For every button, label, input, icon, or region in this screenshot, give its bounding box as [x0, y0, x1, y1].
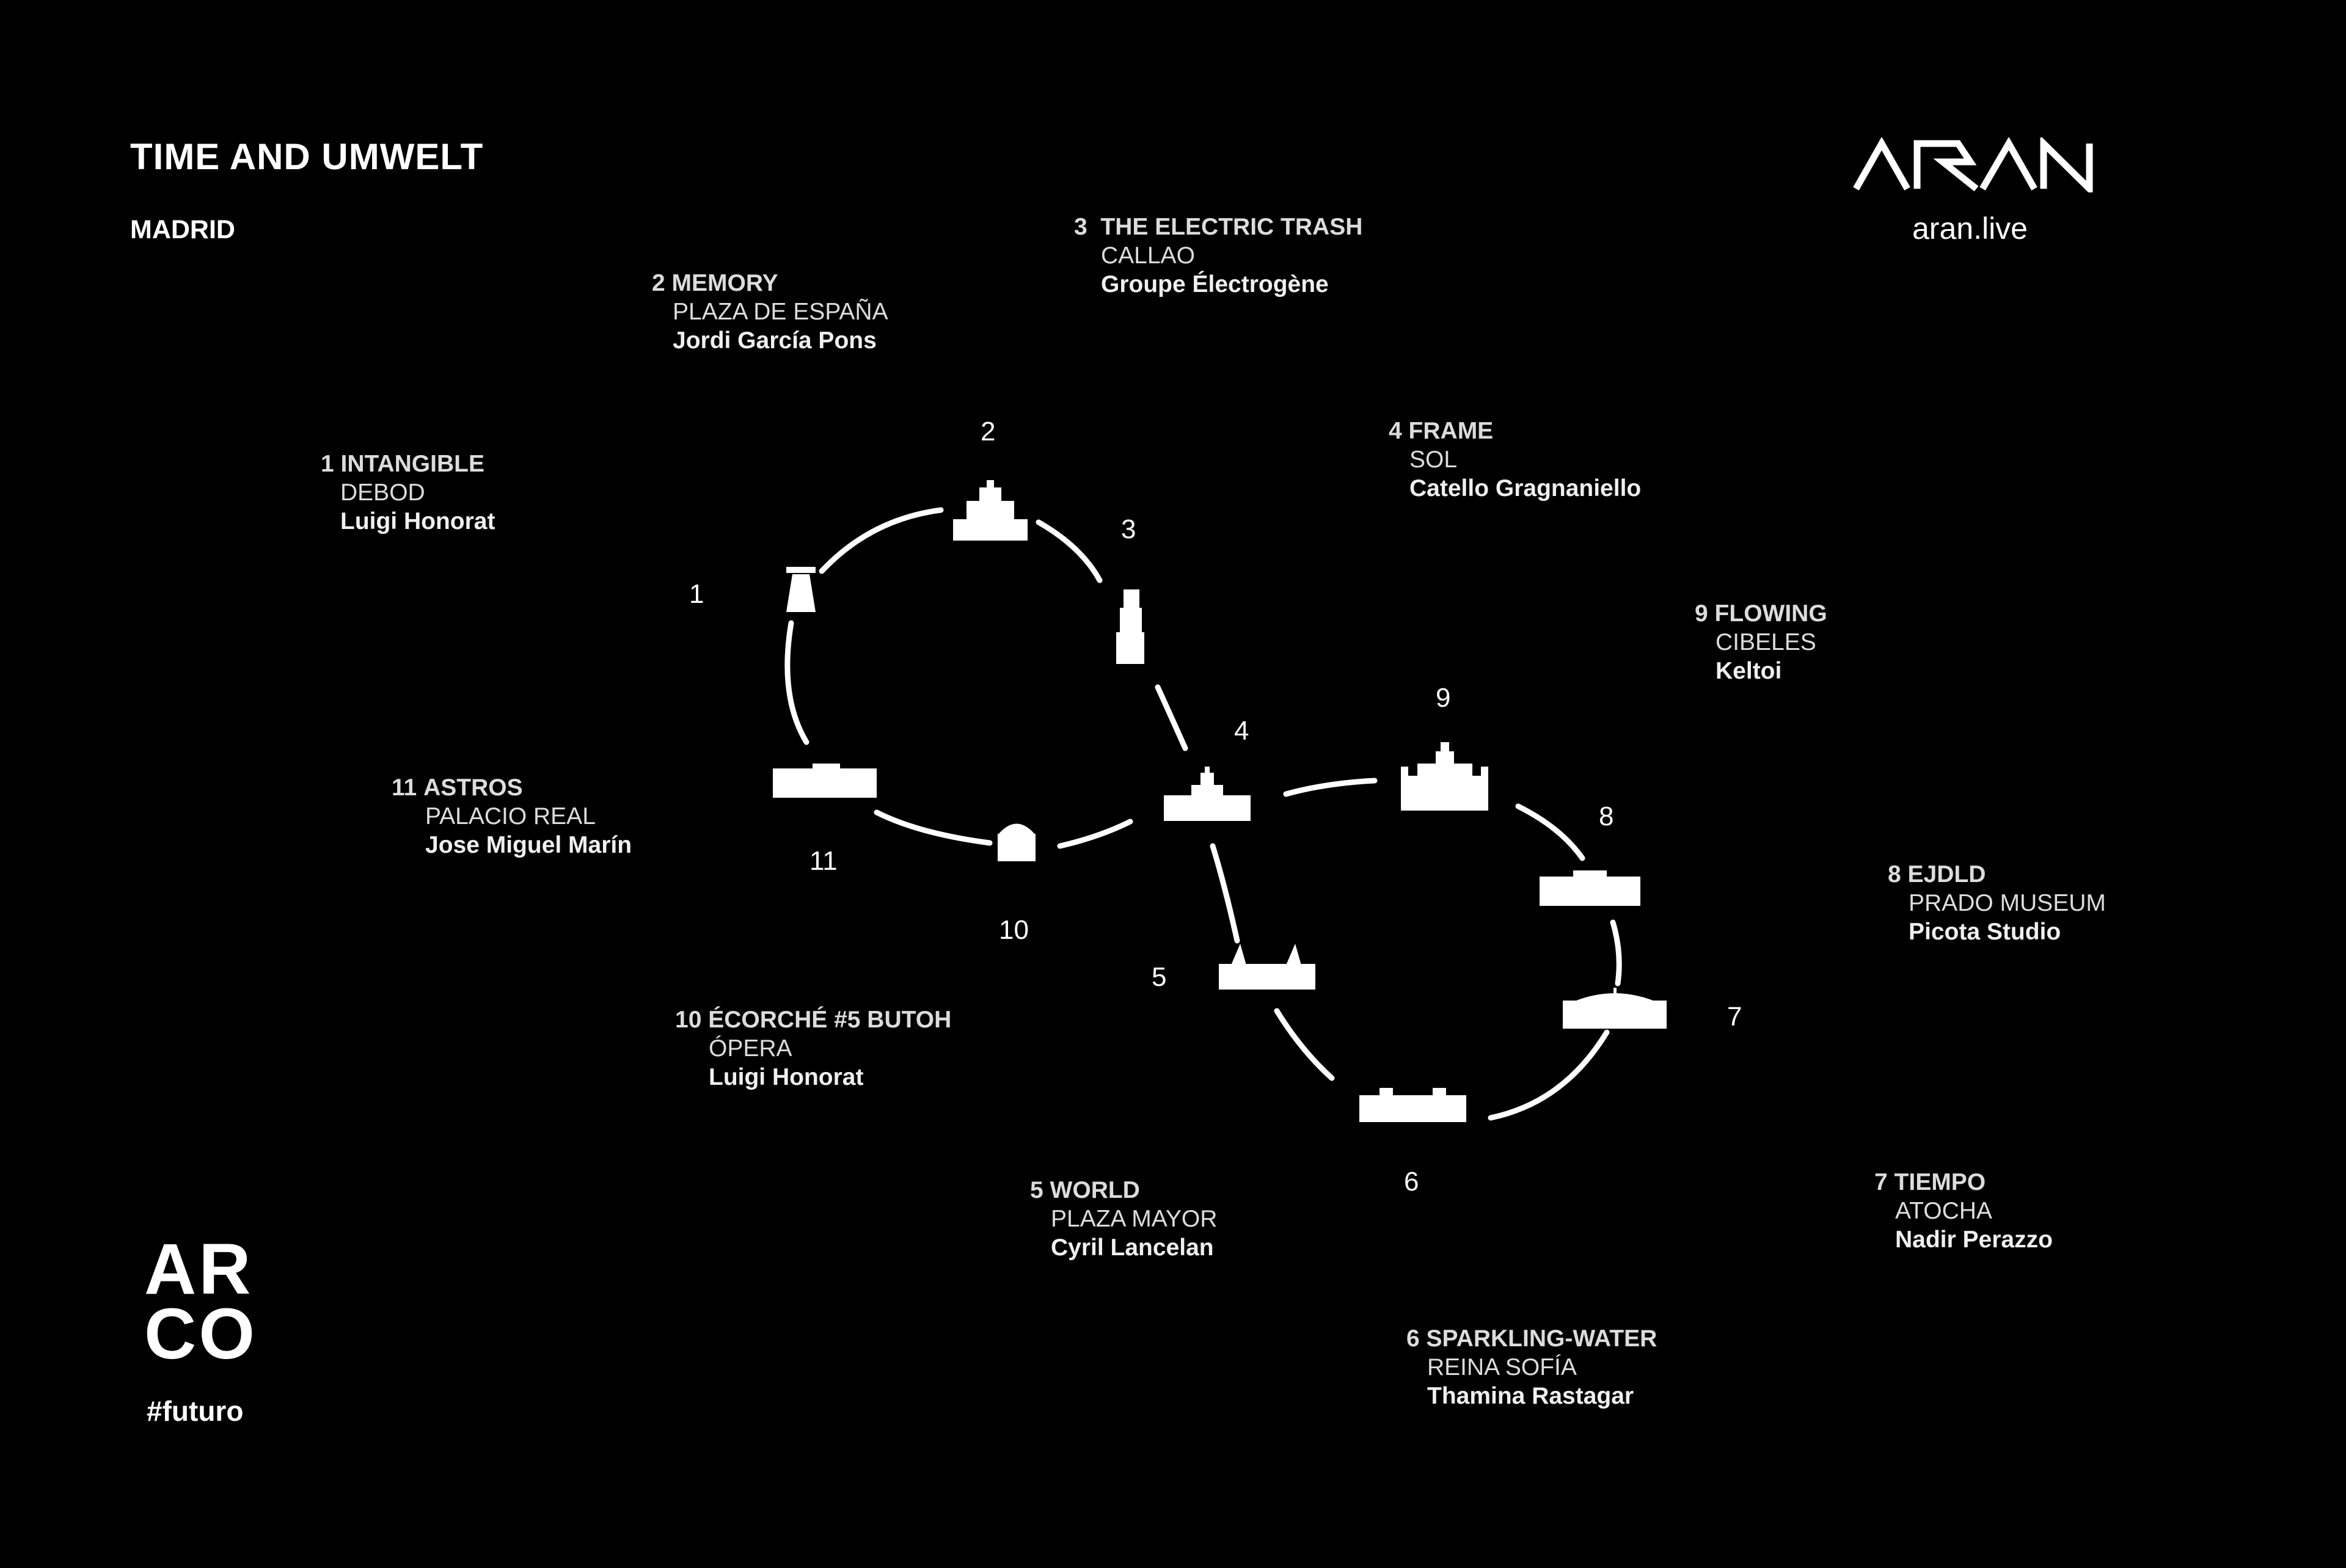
stop-place: REINA SOFÍA [1427, 1354, 1577, 1380]
stop-artist: Catello Gragnaniello [1409, 475, 1642, 501]
stop-artist: Cyril Lancelan [1051, 1234, 1214, 1261]
debod-icon[interactable] [786, 567, 816, 612]
arco-logo: AR CO [144, 1229, 257, 1374]
stop-place: CALLAO [1101, 242, 1195, 269]
prado-icon[interactable] [1540, 870, 1640, 906]
stop-number: 6 [1406, 1326, 1420, 1352]
city-label: MADRID [130, 215, 235, 244]
stop-place: CIBELES [1716, 629, 1816, 655]
stop-name: ÉCORCHÉ #5 BUTOH [708, 1007, 952, 1033]
stop-place: DEBOD [340, 480, 425, 506]
reina-sofia-icon[interactable] [1359, 1088, 1466, 1122]
stop-number: 11 [392, 775, 417, 801]
stop-number: 2 [652, 270, 665, 296]
arco-line-2: CO [144, 1294, 257, 1374]
stop-number: 4 [1389, 418, 1402, 444]
stop-name: FRAME [1408, 418, 1494, 444]
stop-label-9[interactable]: 9 FLOWING CIBELES Keltoi [1695, 599, 1827, 685]
stop-artist: Picota Studio [1909, 919, 2061, 945]
stop-artist: Keltoi [1716, 658, 1782, 684]
node-number-8: 8 [1599, 801, 1614, 831]
stop-place: ÓPERA [709, 1035, 792, 1062]
stop-number: 5 [1030, 1177, 1043, 1203]
stop-name: SPARKLING-WATER [1426, 1326, 1657, 1352]
palacio-real-icon[interactable] [773, 764, 877, 798]
stop-artist: Jose Miguel Marín [425, 832, 632, 858]
stop-artist: Luigi Honorat [340, 508, 495, 534]
node-number-1: 1 [689, 579, 704, 609]
stop-number: 8 [1888, 861, 1901, 888]
stop-name: WORLD [1050, 1177, 1140, 1203]
stop-name: EJDLD [1907, 861, 1986, 888]
stop-place: PALACIO REAL [425, 803, 596, 830]
aran-url-link[interactable]: aran.live [1912, 211, 2028, 246]
node-number-4: 4 [1234, 716, 1249, 746]
node-number-11: 11 [809, 846, 838, 876]
node-number-5: 5 [1152, 962, 1167, 992]
atocha-icon[interactable] [1563, 988, 1667, 1029]
opera-icon[interactable] [998, 823, 1036, 862]
stop-label-6[interactable]: 6 SPARKLING-WATER REINA SOFÍA Thamina Ra… [1406, 1324, 1657, 1410]
stop-label-5[interactable]: 5 WORLD PLAZA MAYOR Cyril Lancelan [1030, 1176, 1217, 1262]
stop-label-8[interactable]: 8 EJDLD PRADO MUSEUM Picota Studio [1888, 860, 2106, 946]
stop-name: MEMORY [671, 270, 778, 296]
stop-artist: Thamina Rastagar [1427, 1383, 1634, 1409]
node-number-7: 7 [1727, 1002, 1742, 1032]
stop-label-1[interactable]: 1 INTANGIBLE DEBOD Luigi Honorat [321, 450, 495, 536]
stop-label-10[interactable]: 10 ÉCORCHÉ #5 BUTOH ÓPERA Luigi Honorat [675, 1005, 951, 1092]
stop-number: 1 [321, 451, 334, 477]
stop-place: SOL [1409, 447, 1458, 473]
node-number-10: 10 [999, 915, 1029, 945]
hashtag-label: #futuro [147, 1395, 244, 1427]
node-number-3: 3 [1121, 514, 1136, 544]
stop-name: INTANGIBLE [340, 451, 484, 477]
arco-line-1: AR [144, 1229, 254, 1310]
stop-artist: Groupe Électrogène [1101, 271, 1329, 297]
sol-icon[interactable] [1164, 767, 1251, 821]
stop-label-7[interactable]: 7 TIEMPO ATOCHA Nadir Perazzo [1874, 1168, 2053, 1254]
stop-place: PLAZA MAYOR [1051, 1206, 1218, 1232]
stop-number: 3 [1074, 214, 1087, 240]
route-path [784, 507, 1622, 1121]
stop-number: 9 [1695, 600, 1708, 627]
node-number-2: 2 [981, 417, 996, 447]
stop-label-3[interactable]: 3 THE ELECTRIC TRASH CALLAO Groupe Élect… [1074, 213, 1362, 299]
node-number-9: 9 [1436, 683, 1451, 713]
stop-place: PLAZA DE ESPAÑA [673, 299, 888, 325]
stop-place: PRADO MUSEUM [1909, 890, 2106, 916]
stop-artist: Nadir Perazzo [1895, 1227, 2053, 1253]
stop-place: ATOCHA [1895, 1198, 1992, 1224]
node-number-6: 6 [1404, 1167, 1419, 1197]
callao-icon[interactable] [1116, 589, 1144, 664]
stop-number: 10 [675, 1007, 702, 1033]
stop-label-2[interactable]: 2 MEMORY PLAZA DE ESPAÑA Jordi García Po… [652, 269, 888, 355]
stop-artist: Luigi Honorat [709, 1064, 864, 1090]
plaza-espana-icon[interactable] [953, 480, 1028, 541]
plaza-mayor-icon[interactable] [1219, 944, 1315, 990]
stop-artist: Jordi García Pons [673, 327, 877, 354]
stop-label-11[interactable]: 11 ASTROS PALACIO REAL Jose Miguel Marín [392, 773, 632, 859]
stop-label-4[interactable]: 4 FRAME SOL Catello Gragnaniello [1389, 417, 1641, 503]
aran-logo[interactable] [1851, 135, 2108, 197]
stop-name: THE ELECTRIC TRASH [1100, 214, 1363, 240]
map-title: TIME AND UMWELT [130, 136, 484, 177]
cibeles-icon[interactable] [1401, 742, 1488, 811]
stop-name: TIEMPO [1894, 1169, 1986, 1195]
stop-name: FLOWING [1714, 600, 1827, 627]
stop-number: 7 [1874, 1169, 1888, 1195]
aran-logo-mark [1853, 135, 2093, 197]
stop-name: ASTROS [423, 775, 523, 801]
